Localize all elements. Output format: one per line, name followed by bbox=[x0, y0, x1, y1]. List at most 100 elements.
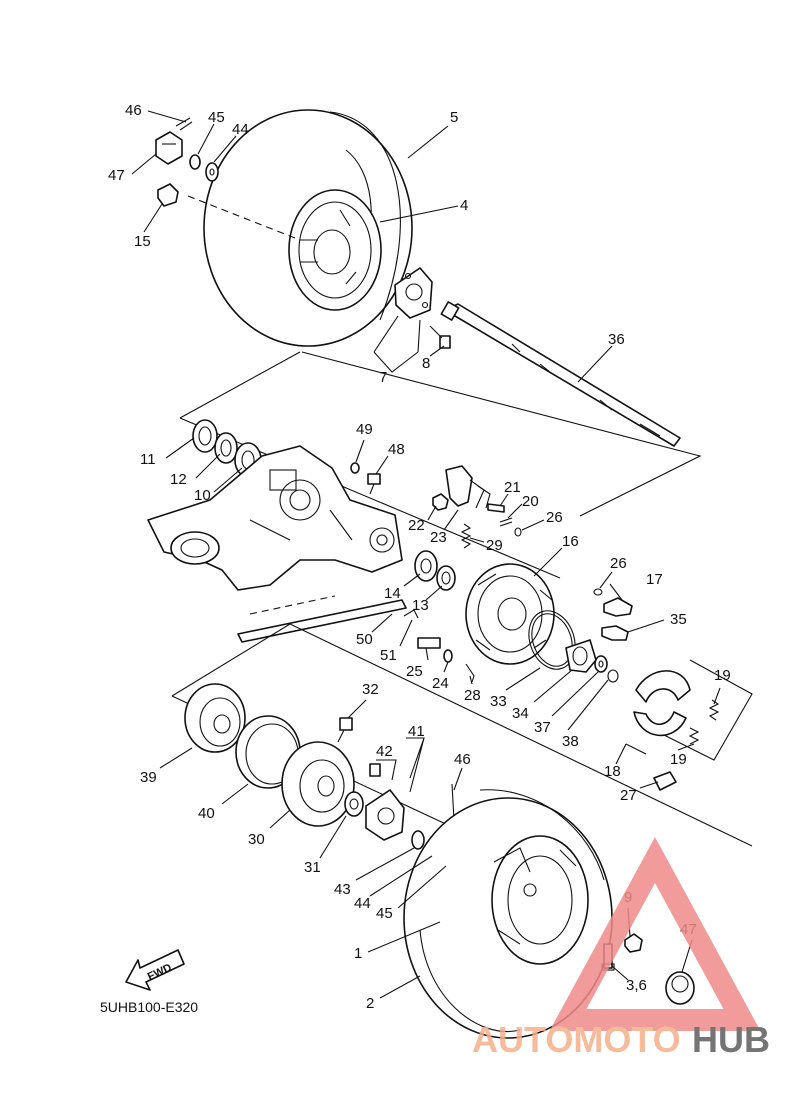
callout-20: 20 bbox=[522, 493, 539, 510]
callout-13: 13 bbox=[412, 597, 429, 614]
callout-48: 48 bbox=[388, 441, 405, 458]
oil-seal-11 bbox=[192, 419, 218, 453]
pipe-50 bbox=[237, 599, 407, 643]
washer-49 bbox=[350, 462, 360, 474]
bolt-42 bbox=[369, 763, 381, 777]
callout-24: 24 bbox=[432, 675, 449, 692]
callout-12: 12 bbox=[170, 471, 187, 488]
brake-shoe-18 bbox=[633, 670, 691, 737]
watermark-text-b: HUB bbox=[692, 1019, 770, 1060]
callout-15: 15 bbox=[134, 233, 151, 250]
oil-seal-13 bbox=[436, 565, 456, 591]
callout-26: 26 bbox=[610, 555, 627, 572]
callout-3-6: 3,6 bbox=[626, 977, 647, 994]
bolt-17 bbox=[603, 597, 633, 617]
cap-47-lower bbox=[665, 971, 695, 1005]
ring-26-upper bbox=[514, 527, 522, 537]
callout-44: 44 bbox=[354, 895, 371, 912]
callout-7: 7 bbox=[379, 369, 387, 386]
washer-44-upper bbox=[205, 162, 219, 182]
drum-39 bbox=[184, 683, 246, 753]
callout-5: 5 bbox=[450, 109, 458, 126]
final-gear-case bbox=[147, 445, 403, 591]
callout-33: 33 bbox=[490, 693, 507, 710]
callout-18: 18 bbox=[604, 763, 621, 780]
upper-rear-wheel bbox=[203, 109, 413, 347]
diagram-code: 5UHB100-E320 bbox=[100, 999, 198, 1015]
callout-11: 11 bbox=[140, 451, 156, 468]
callout-40: 40 bbox=[198, 805, 215, 822]
callout-23: 23 bbox=[430, 529, 447, 546]
callout-14: 14 bbox=[384, 585, 401, 602]
callout-32: 32 bbox=[362, 681, 379, 698]
callout-38: 38 bbox=[562, 733, 579, 750]
callout-17: 17 bbox=[646, 571, 663, 588]
callout-27: 27 bbox=[620, 787, 637, 804]
callout-46: 46 bbox=[125, 102, 142, 119]
spring-29 bbox=[460, 523, 472, 549]
callout-46: 46 bbox=[454, 751, 471, 768]
callout-30: 30 bbox=[248, 831, 265, 848]
callout-41: 41 bbox=[408, 723, 425, 740]
rear-axle-36 bbox=[440, 301, 681, 447]
automotohub-watermark: AUTOMOTO HUB bbox=[472, 836, 770, 1060]
watermark-text-a: AUTOMOTO bbox=[472, 1019, 681, 1060]
hub-7 bbox=[394, 267, 433, 319]
callout-35: 35 bbox=[670, 611, 687, 628]
callout-10: 10 bbox=[194, 487, 211, 504]
callout-45: 45 bbox=[208, 109, 225, 126]
callout-19: 19 bbox=[670, 751, 687, 768]
bolt-8 bbox=[429, 325, 451, 349]
rim-4 bbox=[288, 189, 382, 311]
bolt-35 bbox=[601, 625, 629, 641]
lower-rear-wheel bbox=[403, 789, 613, 1039]
washer-24 bbox=[443, 649, 453, 663]
bolt-21 bbox=[487, 503, 505, 513]
callout-labels: 46 45 44 5 47 4 15 36 8 7 49 11 48 12 10… bbox=[108, 102, 731, 1012]
spring-19-upper bbox=[708, 699, 720, 721]
bolt-25 bbox=[417, 637, 441, 649]
callout-1: 1 bbox=[354, 945, 362, 962]
bolt-48 bbox=[367, 473, 381, 495]
callout-51: 51 bbox=[380, 647, 397, 664]
leader-lines bbox=[131, 110, 721, 999]
callout-8: 8 bbox=[422, 355, 430, 372]
washer-43 bbox=[411, 830, 425, 850]
watermark-triangle-icon bbox=[549, 836, 761, 1031]
bearing-14 bbox=[414, 550, 438, 582]
callout-45: 45 bbox=[376, 905, 393, 922]
washer-45-upper bbox=[189, 154, 201, 170]
nut-47-upper bbox=[155, 131, 183, 165]
callout-36: 36 bbox=[608, 331, 625, 348]
pin-28 bbox=[465, 663, 475, 683]
brake-panel-16 bbox=[465, 563, 555, 665]
nut-15 bbox=[157, 183, 179, 207]
hub-41 bbox=[365, 789, 405, 841]
cotter-pin-46-upper bbox=[175, 117, 193, 131]
callout-43: 43 bbox=[334, 881, 351, 898]
callout-2: 2 bbox=[366, 995, 374, 1012]
callout-47: 47 bbox=[108, 167, 125, 184]
callout-50: 50 bbox=[356, 631, 373, 648]
plate-27 bbox=[653, 771, 677, 791]
callout-49: 49 bbox=[356, 421, 373, 438]
callout-28: 28 bbox=[464, 687, 481, 704]
pin-51 bbox=[403, 609, 419, 619]
callout-4: 4 bbox=[460, 197, 468, 214]
callout-29: 29 bbox=[486, 537, 503, 554]
callout-26: 26 bbox=[546, 509, 563, 526]
callout-34: 34 bbox=[512, 705, 529, 722]
callout-22: 22 bbox=[408, 517, 425, 534]
hub-34 bbox=[565, 639, 597, 673]
seal-31 bbox=[344, 791, 364, 817]
callout-16: 16 bbox=[562, 533, 579, 550]
bolt-32 bbox=[337, 717, 353, 743]
o-ring-38 bbox=[607, 669, 619, 683]
callout-37: 37 bbox=[534, 719, 551, 736]
nut-22 bbox=[432, 493, 449, 511]
callout-39: 39 bbox=[140, 769, 157, 786]
callout-44: 44 bbox=[232, 121, 249, 138]
callout-21: 21 bbox=[504, 479, 521, 496]
